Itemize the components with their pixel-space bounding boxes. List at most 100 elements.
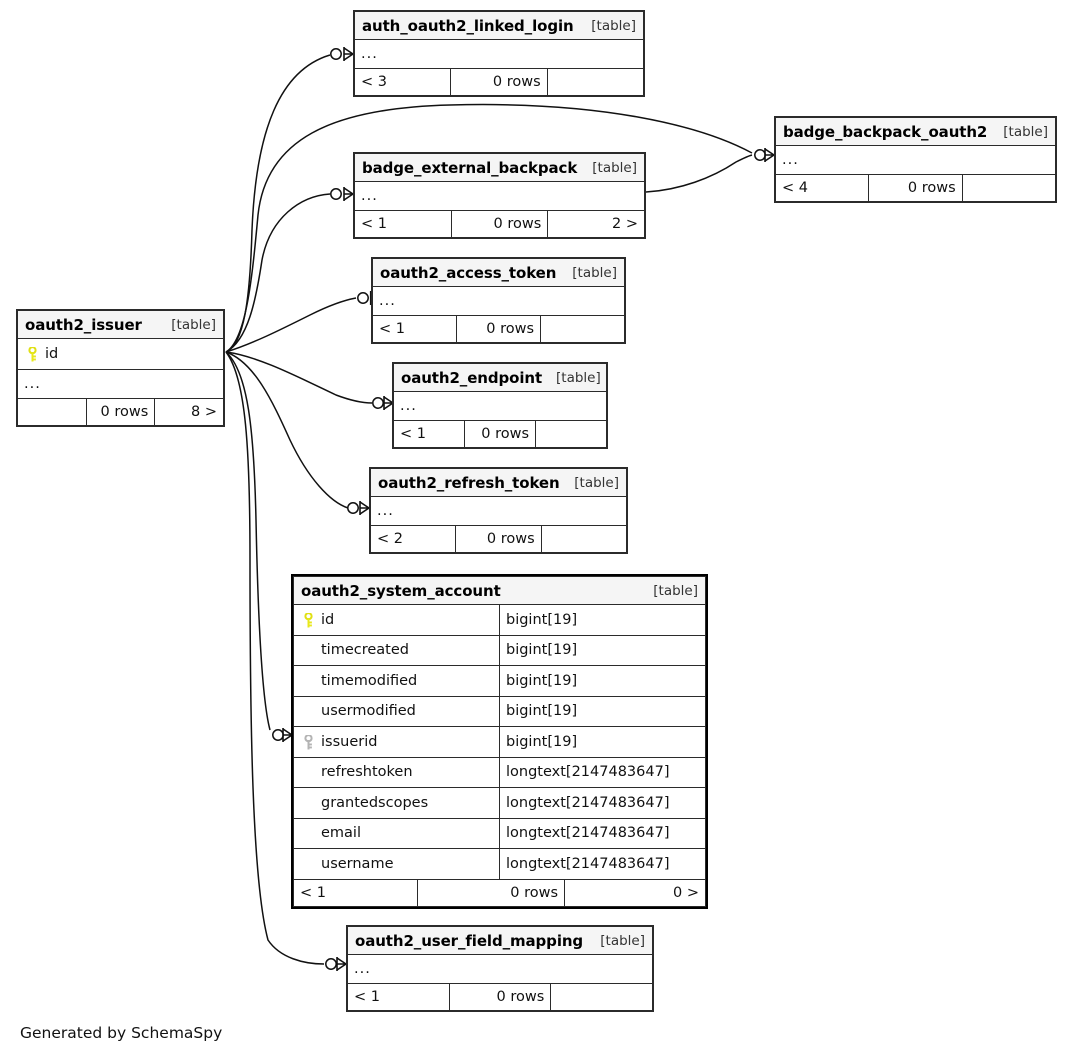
column-name: id (45, 345, 59, 362)
footer-row-count: 0 rows (417, 879, 565, 907)
edge-issuer-oauth2_system_account (225, 351, 271, 731)
collapsed-columns-ellipsis[interactable]: ... (372, 286, 625, 316)
footer-children-count (546, 68, 645, 96)
column-cell[interactable]: usermodified (293, 695, 500, 727)
key-icon-primary (26, 346, 39, 362)
table-row[interactable]: issuerid bigint[19] (293, 726, 706, 758)
table-header: badge_backpack_oauth2 [table] (775, 117, 1056, 146)
table-type-tag: [table] (574, 474, 619, 491)
footer-children-count (550, 983, 653, 1011)
column-type-cell: longtext[2147483647] (499, 756, 706, 788)
table-row[interactable]: email longtext[2147483647] (293, 817, 706, 849)
table-row[interactable]: id bigint[19] (293, 604, 706, 636)
table-title: badge_backpack_oauth2 (783, 122, 988, 141)
table-header: auth_oauth2_linked_login [table] (354, 11, 644, 40)
table-node-oauth2_issuer[interactable]: oauth2_issuer [table] (16, 309, 225, 427)
column-row-id[interactable]: id (17, 338, 224, 370)
column-cell[interactable]: refreshtoken (293, 756, 500, 788)
table-title: oauth2_system_account (301, 581, 501, 600)
column-type: bigint[19] (506, 611, 578, 628)
footer-parents-count: < 1 (372, 315, 457, 343)
collapsed-columns-ellipsis[interactable]: ... (354, 39, 644, 69)
table-type-tag: [table] (171, 316, 216, 333)
footer-row-count: 0 rows (450, 68, 548, 96)
key-slot-empty (302, 673, 315, 689)
table-type-tag: [table] (591, 17, 636, 34)
edge-badge_external_backpack-badge_backpack_oauth2 (645, 154, 753, 193)
column-name: usermodified (321, 703, 416, 720)
table-title: oauth2_access_token (380, 263, 557, 282)
table-row[interactable]: refreshtoken longtext[2147483647] (293, 756, 706, 788)
table-type-tag: [table] (572, 264, 617, 281)
footer-parents-count: < 4 (774, 174, 870, 202)
edge-issuer-oauth2_endpoint (225, 351, 373, 404)
column-cell[interactable]: timecreated (293, 634, 500, 666)
key-slot-empty (302, 856, 315, 872)
column-name: email (321, 825, 361, 842)
column-cell[interactable]: grantedscopes (293, 787, 500, 819)
column-name: refreshtoken (321, 764, 413, 781)
table-node-badge_external_backpack[interactable]: badge_external_backpack [table] ... < 1 … (353, 152, 646, 239)
column-cell[interactable]: username (293, 848, 500, 880)
table-type-tag: [table] (1003, 123, 1048, 140)
footer-children-count (961, 174, 1057, 202)
collapsed-columns-ellipsis[interactable]: ... (347, 954, 653, 984)
footer-row-count: 0 rows (85, 397, 156, 426)
footer-parents-count: < 1 (347, 983, 450, 1011)
table-title: badge_external_backpack (362, 158, 578, 177)
column-type: bigint[19] (506, 642, 578, 659)
table-row[interactable]: timemodified bigint[19] (293, 665, 706, 697)
table-type-tag: [table] (653, 582, 698, 599)
table-node-oauth2_user_field_mapping[interactable]: oauth2_user_field_mapping [table] ... < … (346, 925, 654, 1012)
footer-row-count: 0 rows (456, 315, 541, 343)
table-row[interactable]: username longtext[2147483647] (293, 848, 706, 880)
column-type-cell: bigint[19] (499, 726, 706, 758)
column-type: bigint[19] (506, 703, 578, 720)
column-name: id (321, 611, 335, 628)
table-row[interactable]: timecreated bigint[19] (293, 634, 706, 666)
table-row[interactable]: usermodified bigint[19] (293, 695, 706, 727)
column-type: longtext[2147483647] (506, 825, 670, 842)
column-name: timemodified (321, 672, 418, 689)
table-node-badge_backpack_oauth2[interactable]: badge_backpack_oauth2 [table] ... < 4 0 … (774, 116, 1057, 203)
collapsed-columns-ellipsis[interactable]: ... (775, 145, 1056, 175)
collapsed-columns-ellipsis[interactable]: ... (17, 368, 224, 399)
column-name: grantedscopes (321, 794, 429, 811)
column-cell[interactable]: email (293, 817, 500, 849)
footer-row-count: 0 rows (464, 420, 536, 448)
column-type: longtext[2147483647] (506, 855, 670, 872)
column-type-cell: bigint[19] (499, 604, 706, 636)
table-node-oauth2_access_token[interactable]: oauth2_access_token [table] ... < 1 0 ro… (371, 257, 626, 344)
footer-row-count: 0 rows (450, 210, 549, 238)
table-node-oauth2_endpoint[interactable]: oauth2_endpoint [table] ... < 1 0 rows (392, 362, 608, 449)
table-header: oauth2_access_token [table] (372, 258, 625, 287)
table-node-auth_oauth2_linked_login[interactable]: auth_oauth2_linked_login [table] ... < 3… (353, 10, 645, 97)
column-name: issuerid (321, 733, 378, 750)
table-node-oauth2_system_account[interactable]: oauth2_system_account [table] (291, 574, 708, 909)
column-type-cell: bigint[19] (499, 665, 706, 697)
collapsed-columns-ellipsis[interactable]: ... (370, 496, 627, 526)
footer-parents-count: < 1 (393, 420, 465, 448)
collapsed-columns-ellipsis[interactable]: ... (354, 181, 645, 211)
column-name: username (321, 855, 394, 872)
column-type: longtext[2147483647] (506, 794, 670, 811)
table-title: oauth2_user_field_mapping (355, 931, 584, 950)
column-cell[interactable]: timemodified (293, 665, 500, 697)
column-cell[interactable]: issuerid (293, 726, 500, 758)
table-row[interactable]: grantedscopes longtext[2147483647] (293, 787, 706, 819)
column-cell[interactable]: id (293, 604, 500, 636)
column-type: longtext[2147483647] (506, 764, 670, 781)
column-type-cell: longtext[2147483647] (499, 787, 706, 819)
table-header: badge_external_backpack [table] (354, 153, 645, 182)
table-header: oauth2_refresh_token [table] (370, 468, 627, 497)
table-header: oauth2_system_account [table] (293, 576, 706, 605)
table-node-oauth2_refresh_token[interactable]: oauth2_refresh_token [table] ... < 2 0 r… (369, 467, 628, 554)
collapsed-columns-ellipsis[interactable]: ... (393, 391, 607, 421)
key-icon-foreign (302, 734, 315, 750)
column-type-cell: longtext[2147483647] (499, 817, 706, 849)
footer-parents-count: < 1 (354, 210, 452, 238)
table-header: oauth2_user_field_mapping [table] (347, 926, 653, 955)
footer-children-count (540, 315, 625, 343)
table-type-tag: [table] (600, 932, 645, 949)
table-type-tag: [table] (592, 159, 637, 176)
